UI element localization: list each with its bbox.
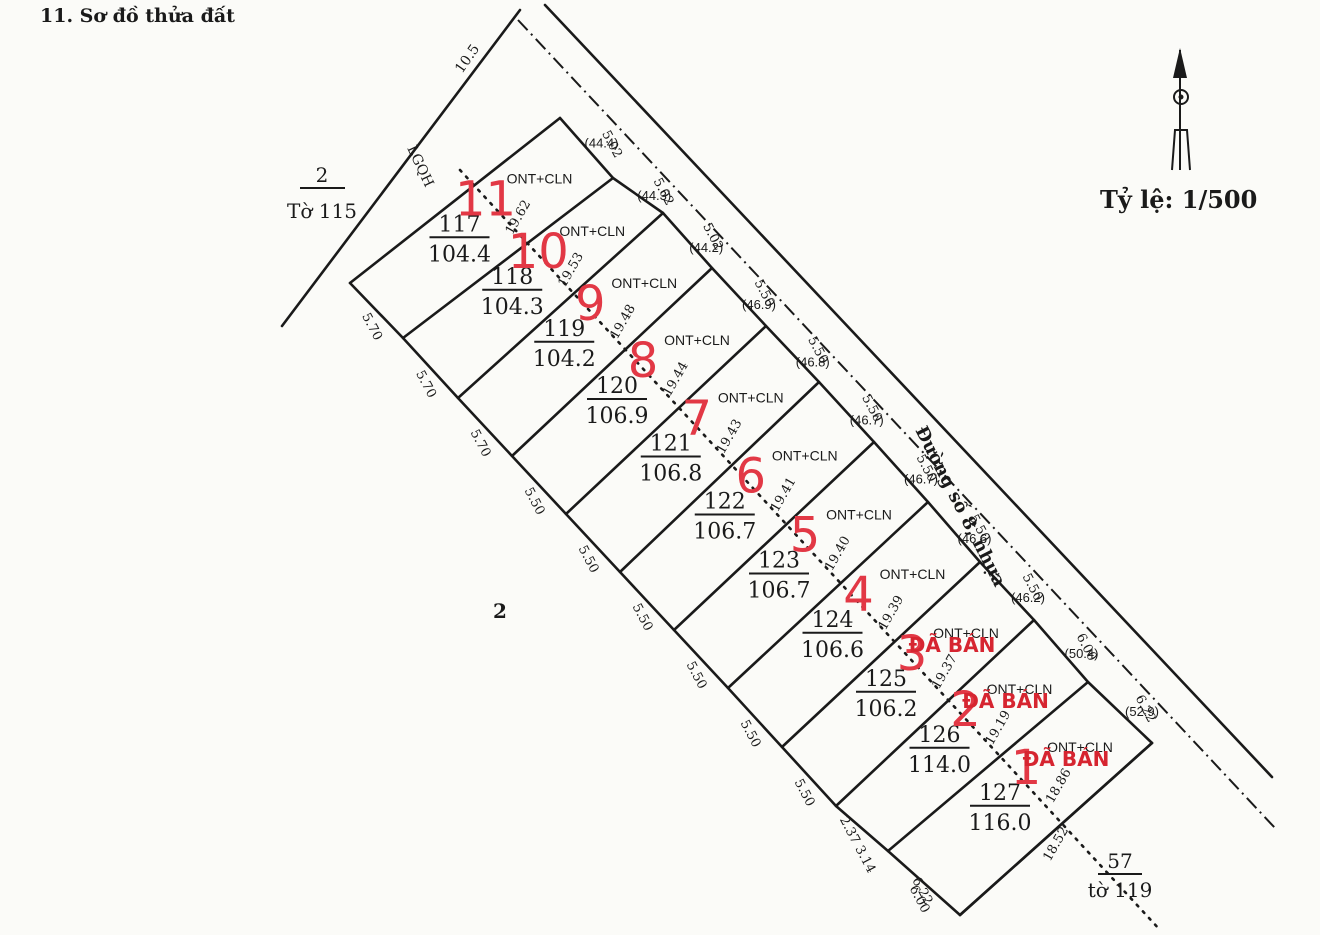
road-area-label: (50.4): [1065, 646, 1099, 661]
lot-number: 1: [1011, 740, 1042, 796]
lot-number: 2: [950, 682, 981, 738]
neighbor-bottom: 57 tờ 119: [1088, 849, 1153, 902]
parcel-area: 104.4: [428, 242, 491, 267]
parcel-area: 106.7: [693, 520, 756, 545]
land-use-label: ONT+CLN: [987, 681, 1053, 697]
lot-number: 3: [897, 626, 928, 682]
neighbor-left-top: 2 Tờ 115: [287, 163, 357, 223]
drain-label: LGQH: [403, 143, 436, 190]
land-use-label: ONT+CLN: [1047, 739, 1113, 755]
parcel-boundaries: [348, 116, 1154, 917]
road-area-label: (46.8): [796, 355, 830, 370]
lot-number: 10: [508, 224, 569, 280]
parcel-area: 106.8: [639, 462, 702, 487]
parcel-divider: [958, 741, 1154, 917]
land-use-label: ONT+CLN: [826, 507, 892, 523]
land-use-label: ONT+CLN: [664, 332, 730, 348]
parcel-area: 106.2: [855, 697, 918, 722]
bottom-depth-label: 18.52: [1040, 824, 1072, 864]
scale-label: Tỷ lệ: 1/500: [1100, 185, 1257, 214]
parcel-area: 116.0: [969, 811, 1032, 836]
sold-badge: ĐÃ BÁN: [909, 633, 996, 657]
parcel-number: 127: [979, 781, 1021, 806]
land-use-label: ONT+CLN: [611, 275, 677, 291]
parcel-number: 119: [543, 317, 585, 342]
parcel-divider: [564, 324, 768, 516]
lot-number: 5: [790, 508, 821, 564]
parcel-divider: [401, 176, 615, 340]
parcel-divider: [886, 680, 1090, 853]
sold-badge: ĐÃ BÁN: [1023, 747, 1110, 771]
land-use-label: ONT+CLN: [933, 625, 999, 641]
heading: 11. Sơ đồ thửa đất: [40, 5, 235, 27]
neighbor-number: 57: [1107, 849, 1132, 873]
road-area-label: (46.6): [958, 531, 992, 546]
land-use-label: ONT+CLN: [559, 223, 625, 239]
parcel-divider: [726, 500, 930, 690]
parcel-area: 106.6: [801, 638, 864, 663]
depth-label: 19.19: [983, 708, 1015, 748]
road-centerline: [517, 19, 1276, 829]
parcel-number: 125: [865, 667, 907, 692]
width-top-label: 10.5: [452, 42, 483, 77]
parcel-number: 121: [650, 432, 692, 457]
lot-number: 4: [843, 567, 874, 623]
land-use-label: ONT+CLN: [880, 566, 946, 582]
land-use-label: ONT+CLN: [772, 448, 838, 464]
lot-number: 7: [681, 391, 712, 447]
parcel-number: 117: [439, 212, 481, 237]
parcel-number: 118: [491, 265, 533, 290]
parcel-divider: [780, 560, 982, 749]
land-use-label: ONT+CLN: [507, 170, 573, 186]
parcel-area: 104.3: [481, 295, 544, 320]
road-area-label: (44.2): [689, 240, 723, 255]
parcel-number: 126: [919, 723, 961, 748]
parcel-divider: [348, 116, 562, 285]
parcels-layer: 117104.4ONT+CLN(44.4)19.625.025.70111181…: [358, 128, 1159, 916]
parcel-number: 123: [758, 549, 800, 574]
parcel-divider: [672, 440, 876, 632]
parcel-divider: [618, 380, 821, 574]
neighbor-number: 2: [316, 163, 329, 187]
parcel-number: 120: [596, 374, 638, 399]
parcel-divider: [510, 266, 714, 458]
lot-number: 9: [575, 276, 606, 332]
parcel-number: 124: [812, 608, 854, 633]
north-arrow-icon: [1171, 48, 1191, 171]
neighbor-sheet: Tờ 115: [287, 199, 357, 223]
left-boundary-line: [280, 8, 522, 328]
lot-number: 11: [455, 171, 516, 227]
land-use-label: ONT+CLN: [718, 390, 784, 406]
neighbor-left-label: 2: [493, 599, 507, 623]
parcel-area: 106.9: [586, 404, 649, 429]
parcel-area: 104.2: [533, 347, 596, 372]
depth-label: 18.86: [1043, 766, 1075, 806]
road-area-label: (44.3): [637, 188, 671, 203]
sold-badge: ĐÃ BÁN: [962, 689, 1049, 713]
lot-number: 8: [628, 333, 659, 389]
road-area-label: (46.7): [850, 413, 884, 428]
road-edge-line: [543, 3, 1274, 779]
parcel-divider: [456, 211, 665, 400]
road-area-label: (46.9): [742, 297, 776, 312]
road-area-label: (46.7): [904, 472, 938, 487]
road-area-label: (46.2): [1011, 590, 1045, 605]
rear-boundary-line: [348, 281, 962, 917]
parcel-area: 114.0: [908, 753, 971, 778]
lot-number: 6: [735, 449, 766, 505]
parcel-area: 106.7: [748, 579, 811, 604]
road-area-label: (52.9): [1125, 704, 1159, 719]
neighbor-sheet: tờ 119: [1088, 878, 1153, 902]
drain-dotted-line: [458, 168, 1162, 932]
road-area-label: (44.4): [585, 135, 619, 150]
parcel-number: 122: [704, 490, 746, 515]
front-boundary-line: [558, 116, 1154, 745]
parcel-divider: [834, 618, 1036, 808]
